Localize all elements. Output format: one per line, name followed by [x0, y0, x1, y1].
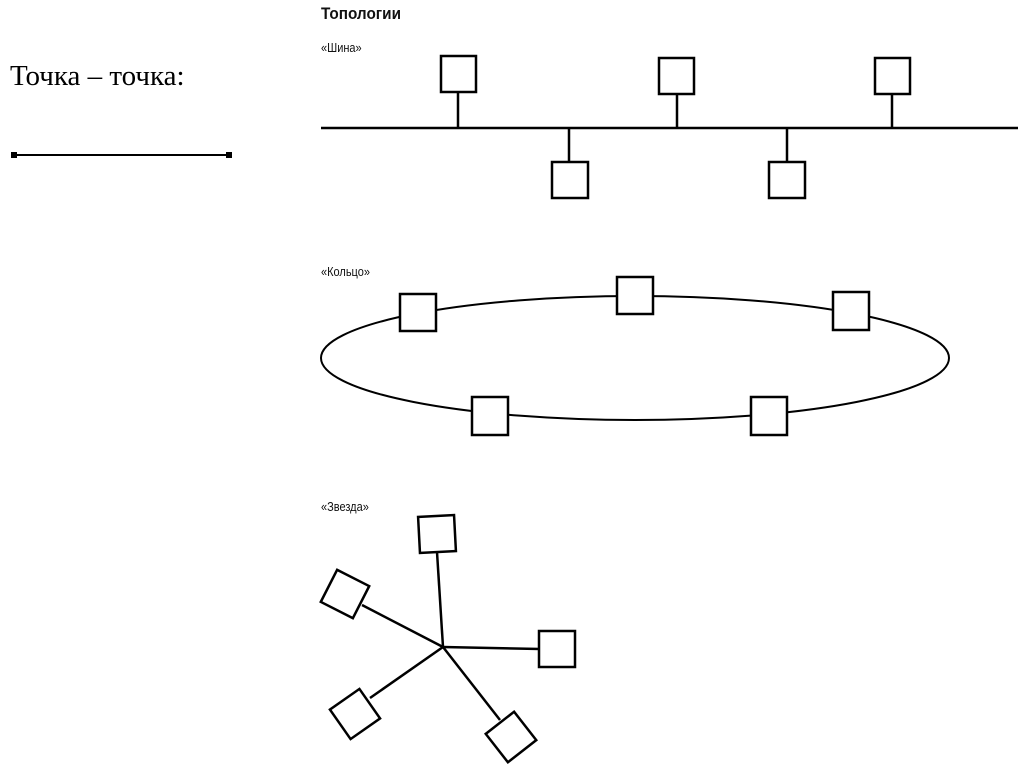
ring-label: «Кольцо» [321, 265, 370, 279]
bus-label: «Шина» [321, 41, 362, 55]
star-node [319, 568, 371, 620]
bus-node [767, 160, 807, 200]
p2p-endpoint-left [11, 152, 17, 158]
diagram-title: Топологии [321, 4, 401, 23]
bus-node [657, 56, 696, 96]
bus-node [550, 160, 590, 200]
ring-node [615, 275, 655, 316]
star-topology [319, 513, 577, 765]
point-to-point-link [11, 152, 232, 158]
point-to-point-label: Точка – точка: [10, 60, 185, 92]
ring-node [470, 395, 510, 437]
p2p-endpoint-right [226, 152, 232, 158]
ring-node [749, 395, 789, 437]
star-node [483, 709, 539, 765]
star-link [442, 645, 541, 651]
bus-node [873, 56, 912, 96]
star-label: «Звезда» [321, 500, 369, 514]
star-link [361, 603, 444, 649]
star-node [328, 687, 382, 741]
star-link [442, 646, 501, 721]
ring-topology [320, 275, 950, 437]
bus-topology [321, 54, 1018, 200]
star-node [416, 513, 458, 555]
star-node [537, 629, 577, 669]
ring-node [398, 292, 438, 333]
bus-node [439, 54, 478, 94]
star-link [369, 645, 444, 700]
star-link [435, 551, 445, 648]
ring-node [831, 290, 871, 332]
